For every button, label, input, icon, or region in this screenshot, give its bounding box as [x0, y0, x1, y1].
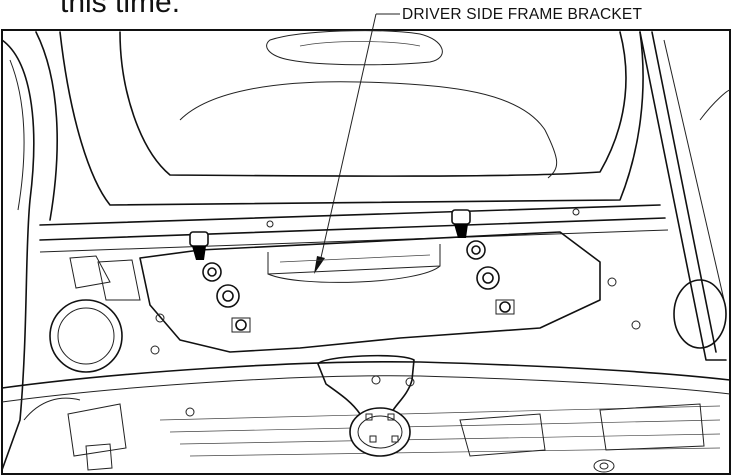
cargo-area [1, 30, 731, 473]
callout-leader [314, 13, 400, 274]
bolt-right [451, 209, 515, 315]
frame-bracket-callout-label: DRIVER SIDE FRAME BRACKET [402, 6, 643, 23]
drawing-border [1, 29, 731, 475]
bolt-left [189, 231, 251, 333]
instruction-caption: this time. [60, 0, 181, 19]
